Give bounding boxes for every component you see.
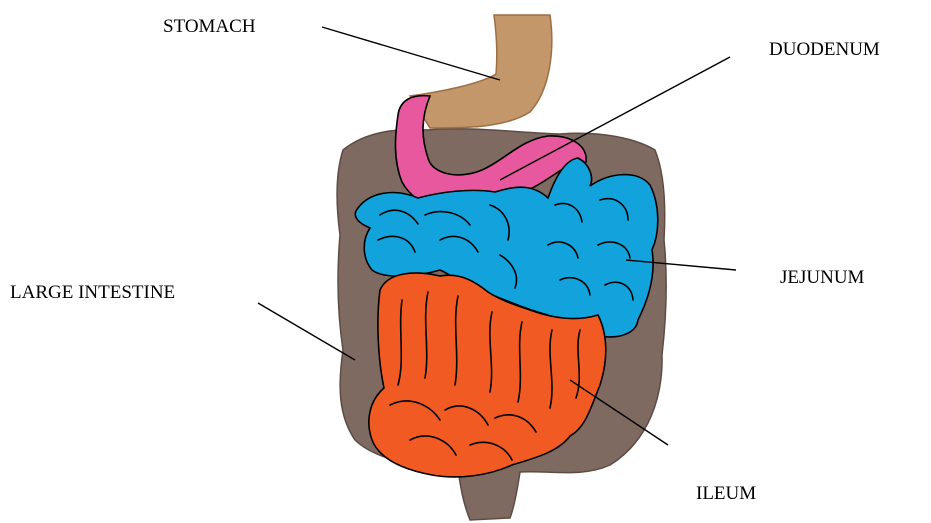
large-intestine-label: LARGE INTESTINE xyxy=(10,283,175,302)
stomach-label: STOMACH xyxy=(163,17,256,36)
jejunum-label: JEJUNUM xyxy=(780,268,864,287)
stomach-leader-line xyxy=(322,27,500,80)
duodenum-label: DUODENUM xyxy=(769,40,880,59)
ileum-label: ILEUM xyxy=(696,484,756,503)
stomach xyxy=(410,15,552,128)
